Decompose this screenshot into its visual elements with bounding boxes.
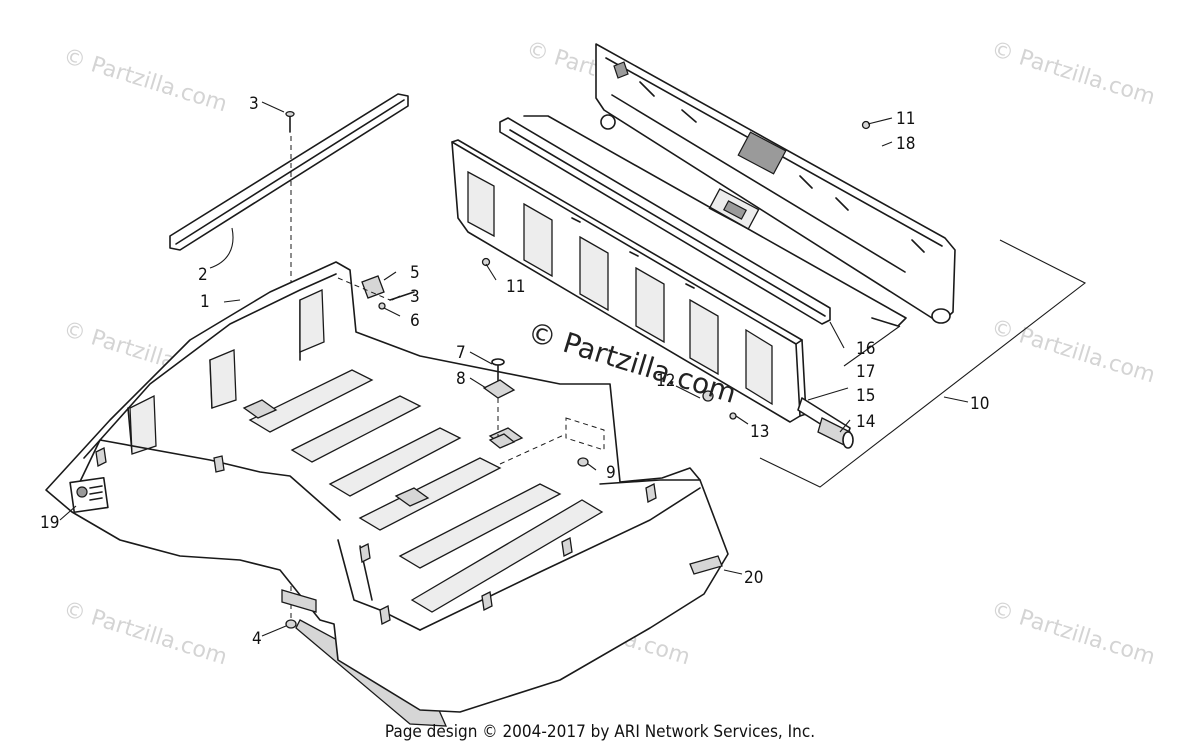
callout-6: 6 — [410, 311, 420, 331]
callout-leaders — [59, 101, 901, 637]
screw-11-right — [861, 120, 871, 130]
callout-11: 11 — [896, 109, 915, 129]
watermark: © Partzilla.com — [988, 315, 1158, 389]
callout-3: 3 — [249, 94, 259, 114]
callout-labels: 1 2 3 3 4 5 6 7 8 9 10 11 11 12 13 14 15… — [40, 94, 989, 649]
callout-11: 11 — [506, 277, 525, 297]
callout-2: 2 — [198, 265, 208, 285]
cargo-bed-box — [45, 261, 743, 727]
callout-4: 4 — [252, 629, 262, 649]
watermark: © Partzilla.com — [60, 597, 230, 671]
callout-13: 13 — [750, 422, 769, 442]
tailgate-group-outline — [759, 239, 1087, 488]
callout-17: 17 — [856, 362, 875, 382]
callout-8: 8 — [456, 369, 466, 389]
tailgate-rail — [499, 117, 831, 325]
callout-7: 7 — [456, 343, 466, 363]
watermark: © Partzilla.com — [988, 37, 1158, 111]
bracket-4 — [281, 589, 317, 629]
tailgate-pin — [797, 397, 854, 449]
bolt-3-top — [285, 110, 295, 133]
cross-bar — [169, 93, 409, 269]
callout-15: 15 — [856, 386, 875, 406]
washer-12 — [702, 390, 714, 402]
callout-3: 3 — [410, 287, 420, 307]
tailgate-inner-panel — [451, 139, 807, 423]
bracket-9 — [499, 417, 605, 467]
pin-13 — [729, 412, 737, 420]
tailgate-seal-strip — [523, 115, 907, 327]
callout-9: 9 — [606, 463, 616, 483]
page-footer: Page design © 2004-2017 by ARI Network S… — [384, 722, 816, 742]
callout-16: 16 — [856, 339, 875, 359]
watermark: © Partzilla.com — [60, 44, 230, 118]
hardware-5-3-6 — [337, 275, 415, 310]
watermark: © Partzilla.com — [988, 597, 1158, 671]
bolt-7-plate-8 — [482, 358, 516, 449]
callout-12: 12 — [656, 371, 675, 391]
callout-18: 18 — [896, 134, 915, 154]
callout-14: 14 — [856, 412, 875, 432]
tailgate-outer-cover — [595, 43, 956, 324]
callout-20: 20 — [744, 568, 763, 588]
callout-10: 10 — [970, 394, 989, 414]
callout-1: 1 — [200, 292, 210, 312]
screw-11-left — [481, 257, 491, 267]
callout-5: 5 — [410, 263, 420, 283]
callout-19: 19 — [40, 513, 59, 533]
